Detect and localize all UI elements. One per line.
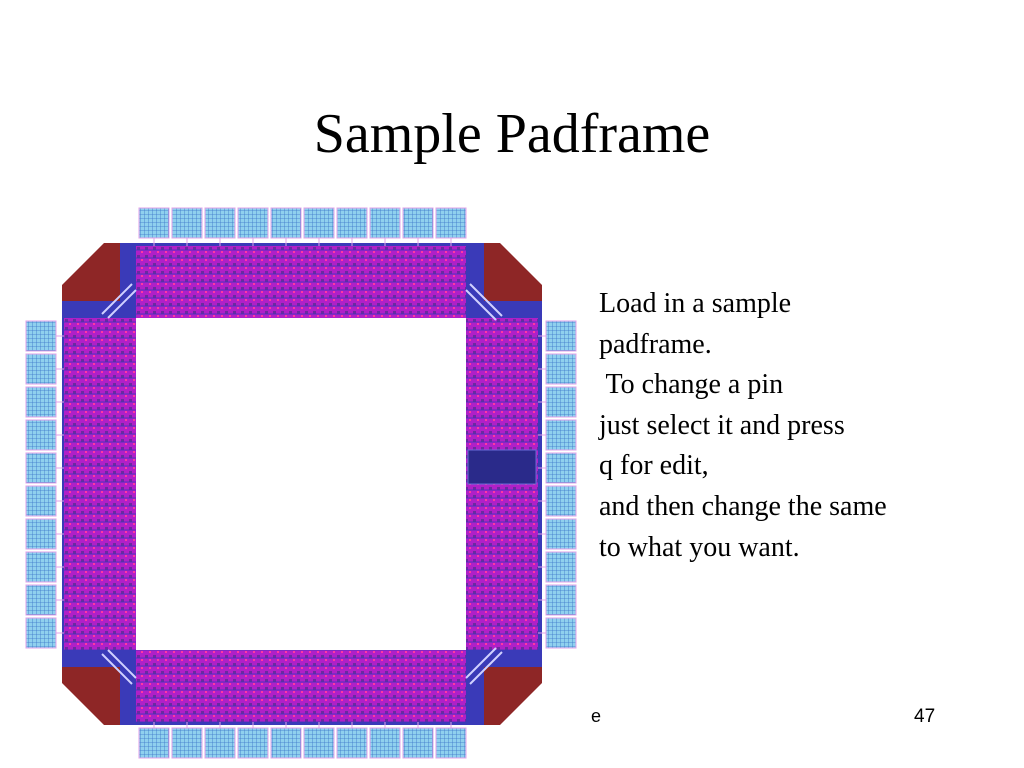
- io-cells-left: [64, 318, 136, 650]
- bond-pads-left: [25, 320, 57, 649]
- body-line: padframe.: [599, 328, 712, 360]
- body-line: and then change the same: [599, 490, 887, 522]
- bond-pads-bottom: [138, 727, 467, 759]
- slide-title: Sample Padframe: [313, 103, 711, 165]
- io-cells-bottom: [136, 650, 466, 722]
- footer-text-fragment: e: [591, 706, 602, 726]
- body-line: just select it and press: [599, 409, 845, 441]
- bond-pads-top: [138, 207, 467, 239]
- body-line: q for edit,: [599, 450, 709, 482]
- slide-body-text: Load in a sample padframe. To change a p…: [599, 284, 1009, 568]
- io-cells-top: [136, 246, 466, 318]
- slide-number: 47: [914, 706, 936, 727]
- body-line: Load in a sample: [599, 288, 792, 319]
- bond-wires: [56, 238, 546, 728]
- body-line: To change a pin: [599, 369, 784, 401]
- selected-pad-cell: [467, 449, 537, 485]
- padframe-layout-image: [25, 207, 577, 759]
- padframe-core: [136, 318, 466, 650]
- body-line: to what you want.: [599, 531, 800, 563]
- bond-pads-right: [545, 320, 577, 649]
